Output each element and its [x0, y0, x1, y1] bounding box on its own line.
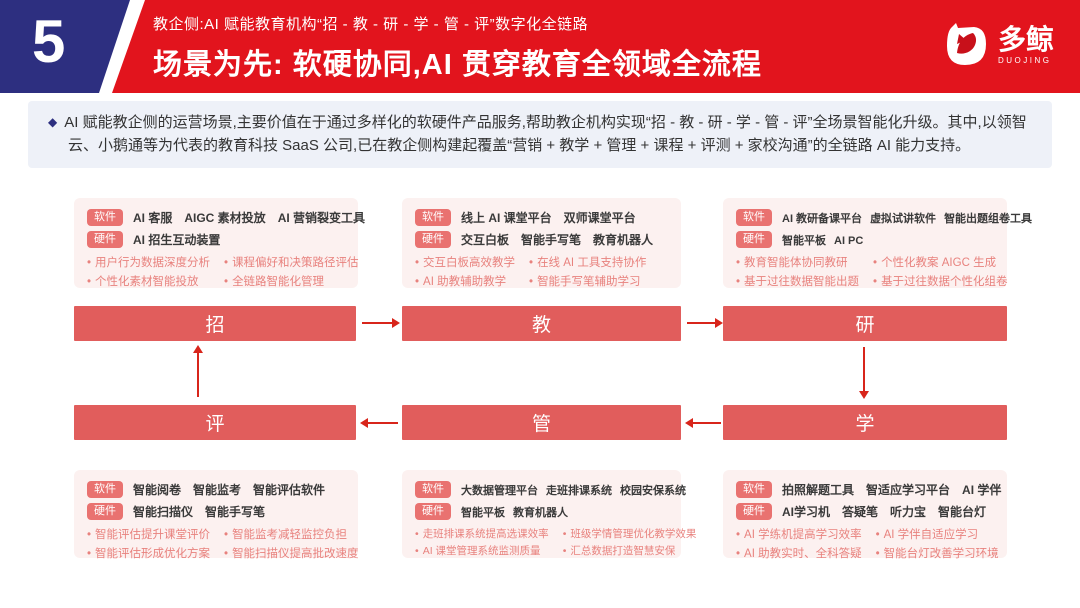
- bullet-item: •走班排课系统提高选课效率: [415, 528, 549, 541]
- software-tag: 软件: [87, 209, 123, 227]
- hardware-tag: 硬件: [736, 231, 772, 249]
- software-row: 软件 线上 AI 课堂平台双师课堂平台: [415, 209, 668, 227]
- bullet-item: •教育智能体协同教研: [736, 257, 848, 270]
- page-number: 5: [32, 8, 66, 75]
- brand-logo: 多鲸 DUOJING: [942, 21, 1054, 69]
- software-items: AI 教研备课平台虚拟试讲软件智能出题组卷工具: [782, 212, 1033, 225]
- bullet-item: •在线 AI 工具支持协作: [529, 257, 647, 270]
- hardware-items: 智能平板教育机器人: [461, 506, 568, 519]
- summary-text: AI 赋能教企侧的运营场景,主要价值在于通过多样化的软硬件产品服务,帮助教企机构…: [64, 114, 1027, 155]
- scenario-card-jiao: 软件 线上 AI 课堂平台双师课堂平台 硬件 交互白板智能手写笔教育机器人 •交…: [402, 198, 681, 288]
- header-kicker: 教企侧:AI 赋能教育机构“招 - 教 - 研 - 学 - 管 - 评”数字化全…: [153, 16, 589, 33]
- software-row: 软件 智能阅卷智能监考智能评估软件: [87, 481, 345, 499]
- hardware-tag: 硬件: [415, 503, 451, 521]
- bullet-item: •智能手写笔辅助学习: [529, 275, 641, 288]
- flow-node-xue: 学: [723, 405, 1007, 440]
- bullet-item: •用户行为数据深度分析: [87, 257, 211, 270]
- hardware-items: AI 招生互动装置: [133, 233, 221, 248]
- bullet-item: •智能扫描仪提高批改速度: [224, 547, 359, 560]
- hardware-items: 智能扫描仪智能手写笔: [133, 505, 266, 520]
- bullet-item: •课程偏好和决策路径评估: [224, 257, 359, 270]
- software-row: 软件 大数据管理平台走班排课系统校园安保系统: [415, 481, 686, 499]
- benefit-bullets: •智能评估提升课堂评价 •智能评估形成优化方案 •智能监考减轻监控负担 •智能扫…: [87, 526, 359, 563]
- flow-node-ping: 评: [74, 405, 356, 440]
- hardware-row: 硬件 AI学习机答疑笔听力宝智能台灯: [736, 503, 994, 521]
- software-items: 线上 AI 课堂平台双师课堂平台: [461, 211, 636, 226]
- diamond-bullet-icon: ◆: [48, 115, 58, 129]
- bullet-item: •智能台灯改善学习环境: [875, 547, 999, 560]
- hardware-tag: 硬件: [415, 231, 451, 249]
- brand-name-en: DUOJING: [997, 56, 1052, 66]
- bullet-item: •基于过往数据个性化组卷: [873, 275, 1008, 288]
- software-tag: 软件: [87, 481, 123, 499]
- hardware-tag: 硬件: [736, 503, 772, 521]
- software-tag: 软件: [736, 209, 772, 227]
- hardware-items: AI学习机答疑笔听力宝智能台灯: [782, 505, 987, 520]
- bullet-item: •AI 助教辅助教学: [415, 275, 507, 288]
- bullet-item: •汇总数据打造智慧安保: [562, 545, 676, 558]
- hardware-row: 硬件 智能扫描仪智能手写笔: [87, 503, 345, 521]
- bullet-item: •智能评估提升课堂评价: [87, 529, 211, 542]
- benefit-bullets: •用户行为数据深度分析 •个性化素材智能投放 •课程偏好和决策路径评估 •全链路…: [87, 254, 359, 291]
- arrow-yan-to-xue: [859, 347, 869, 399]
- bullet-item: •AI 学伴自适应学习: [875, 529, 979, 542]
- hardware-tag: 硬件: [87, 231, 123, 249]
- header-text-block: 教企侧:AI 赋能教育机构“招 - 教 - 研 - 学 - 管 - 评”数字化全…: [153, 13, 762, 83]
- flow-node-guan: 管: [402, 405, 681, 440]
- bullet-item: •个性化教案 AIGC 生成: [873, 257, 997, 270]
- bullet-item: •全链路智能化管理: [224, 275, 325, 288]
- hardware-row: 硬件 AI 招生互动装置: [87, 231, 345, 249]
- flow-node-zhao: 招: [74, 306, 356, 341]
- software-tag: 软件: [736, 481, 772, 499]
- header-banner: 5 教企侧:AI 赋能教育机构“招 - 教 - 研 - 学 - 管 - 评”数字…: [0, 0, 1080, 93]
- software-tag: 软件: [415, 481, 451, 499]
- arrow-ping-to-zhao: [193, 345, 203, 397]
- bullet-item: •AI 助教实时、全科答疑: [736, 547, 862, 560]
- brand-logo-text: 多鲸 DUOJING: [997, 23, 1054, 66]
- bullet-item: •智能评估形成优化方案: [87, 547, 211, 560]
- benefit-bullets: •走班排课系统提高选课效率 •AI 课堂管理系统监测质量 •班级学情管理优化教学…: [415, 526, 696, 560]
- software-tag: 软件: [415, 209, 451, 227]
- bullet-item: •AI 课堂管理系统监测质量: [415, 545, 541, 558]
- benefit-bullets: •教育智能体协同教研 •基于过往数据智能出题 •个性化教案 AIGC 生成 •基…: [736, 254, 1008, 291]
- hardware-row: 硬件 智能平板教育机器人: [415, 503, 668, 521]
- flow-node-yan: 研: [723, 306, 1007, 341]
- benefit-bullets: •交互白板高效教学 •AI 助教辅助教学 •在线 AI 工具支持协作 •智能手写…: [415, 254, 668, 291]
- flow-node-jiao: 教: [402, 306, 681, 341]
- scenario-card-guan: 软件 大数据管理平台走班排课系统校园安保系统 硬件 智能平板教育机器人 •走班排…: [402, 470, 696, 560]
- whale-logo-icon: [946, 23, 986, 65]
- bullet-item: •个性化素材智能投放: [87, 275, 199, 288]
- hardware-row: 硬件 交互白板智能手写笔教育机器人: [415, 231, 668, 249]
- software-items: 智能阅卷智能监考智能评估软件: [133, 483, 326, 498]
- bullet-item: •智能监考减轻监控负担: [224, 529, 348, 542]
- scenario-card-ping: 软件 智能阅卷智能监考智能评估软件 硬件 智能扫描仪智能手写笔 •智能评估提升课…: [74, 470, 359, 560]
- bullet-item: •基于过往数据智能出题: [736, 275, 860, 288]
- bullet-item: •AI 学练机提高学习效率: [736, 529, 862, 542]
- arrow-jiao-to-yan: [687, 318, 723, 328]
- arrow-xue-to-guan: [685, 418, 721, 428]
- hardware-items: 交互白板智能手写笔教育机器人: [461, 233, 654, 248]
- page-title: 场景为先: 软硬协同,AI 贯穿教育全领域全流程: [153, 49, 762, 81]
- benefit-bullets: •AI 学练机提高学习效率 •AI 助教实时、全科答疑 •AI 学伴自适应学习 …: [736, 526, 999, 563]
- software-row: 软件 AI 教研备课平台虚拟试讲软件智能出题组卷工具: [736, 209, 1032, 227]
- bullet-item: •交互白板高效教学: [415, 257, 516, 270]
- arrow-zhao-to-jiao: [362, 318, 400, 328]
- software-items: 大数据管理平台走班排课系统校园安保系统: [461, 484, 686, 497]
- brand-name: 多鲸: [997, 23, 1054, 55]
- bullet-item: •班级学情管理优化教学效果: [562, 528, 697, 541]
- hardware-tag: 硬件: [87, 503, 123, 521]
- summary-callout: ◆ AI 赋能教企侧的运营场景,主要价值在于通过多样化的软硬件产品服务,帮助教企机…: [28, 101, 1052, 168]
- arrow-guan-to-ping: [360, 418, 398, 428]
